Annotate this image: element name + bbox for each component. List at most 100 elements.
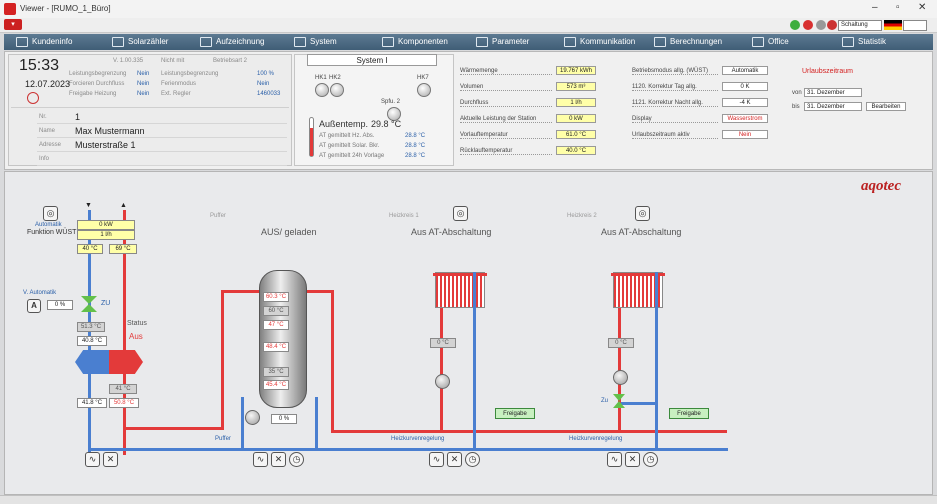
value-field-0: 19.767 kWh [556,66,596,75]
hk1-pipe-label: Heizkurvenregelung [391,436,445,442]
hk2-release-button[interactable]: Freigabe [669,408,709,419]
hk1-curve-icon[interactable]: ∿ [429,452,444,467]
buffer-tools-icon[interactable]: ✕ [271,452,286,467]
nav-item-2[interactable]: Aufzeichnung [200,34,264,50]
customer-divider [37,165,287,166]
nav-item-6[interactable]: Kommunikation [564,34,635,50]
status-green-icon[interactable] [790,20,800,30]
hk1-release-button[interactable]: Freigabe [495,408,535,419]
buffer-pump-icon[interactable] [245,410,260,425]
system-selector[interactable]: System I [307,54,437,66]
customer-value-2: Musterstraße 1 [75,140,136,150]
nav-item-0[interactable]: Kundeninfo [16,34,72,50]
customer-label-3: Info [39,156,50,162]
sliders-icon [476,37,488,47]
tools-icon[interactable]: ✕ [103,452,118,467]
vacation-edit-button[interactable]: Bearbeiten [866,102,906,111]
outdoor-temp-label: Außentemp. [319,119,369,129]
vacation-to-select[interactable]: 31. Dezember [804,102,862,111]
nav-item-label: Berechnungen [670,37,723,46]
nav-item-9[interactable]: Statistik [842,34,886,50]
info-panel: 15:33 12.07.2023 V. 1.00.335 Nicht mit B… [4,51,933,170]
hk1-mode-icon[interactable]: ◎ [453,206,468,221]
value-field-3: 0 kW [556,114,596,123]
hk1-button[interactable] [315,83,329,97]
vacation-from-select[interactable]: 31. Dezember [804,88,862,97]
value-label-2: Durchfluss [460,100,552,107]
mode-field-1[interactable]: 0 K [722,82,768,91]
mode-field-4[interactable]: Nein [722,130,768,139]
hk2-mode-icon[interactable]: ◎ [635,206,650,221]
hk1-pump-icon[interactable] [435,374,450,389]
hk2-radiator-icon [613,272,663,308]
valve-auto-button[interactable]: A [27,299,41,313]
value-label-5: Rücklauftemperatur [460,148,552,155]
hk2-tools-icon[interactable]: ✕ [625,452,640,467]
nav-item-8[interactable]: Office [752,34,789,50]
value-label-3: Aktuelle Leistung der Station [460,116,552,123]
spfu-label: Spfu. 2 [381,99,401,105]
nav-item-5[interactable]: Parameter [476,34,529,50]
alarm-icon[interactable] [827,20,837,30]
hk2-button[interactable] [330,83,344,97]
nav-item-1[interactable]: Solarzähler [112,34,168,50]
station-status-value: Aus [129,332,143,341]
thermometer-icon [309,117,314,157]
clock-time: 15:33 [19,57,60,74]
hk2-curve-icon[interactable]: ∿ [607,452,622,467]
status-red-icon[interactable] [803,20,813,30]
customer-value-1: Max Mustermann [75,126,145,136]
nav-item-label: Statistik [858,37,887,46]
nav-item-label: Parameter [492,37,530,46]
outdoor-temp-value: 29.8 °C [371,119,402,129]
system-box: System I HK1 HK2 HK7 Spfu. 2 Außentemp. … [294,54,454,166]
valve-state: ZU [101,300,111,307]
flag2-label-1: Ferienmodus [161,81,197,87]
valve-icon [81,296,97,304]
mode-label-4: Urlaubszeitraum aktiv [632,132,718,139]
buffer-clock-icon[interactable]: ◷ [289,452,304,467]
language-select[interactable] [903,20,927,31]
hx-lower-temp: 41 °C [109,384,137,394]
value-field-1: 573 m³ [556,82,596,91]
hk2-header: Heizkreis 2 [567,213,597,219]
nav-item-4[interactable]: Komponenten [382,34,448,50]
mode-field-0[interactable]: Automatik [722,66,768,75]
restore-icon[interactable]: ▫ [896,2,900,13]
hk7-label: HK7 [417,75,429,81]
curve-icon[interactable]: ∿ [85,452,100,467]
german-flag-icon[interactable] [884,20,902,30]
hk2-label: HK2 [329,75,341,81]
minimize-icon[interactable]: – [872,2,878,13]
menu-button[interactable]: ▾ [4,19,22,30]
network-icon [564,37,576,47]
customer-label-0: Nr. [39,114,47,120]
hk1-tools-icon[interactable]: ✕ [447,452,462,467]
nav-item-7[interactable]: Berechnungen [654,34,722,50]
nav-item-label: Solarzähler [128,37,169,46]
aqotec-logo: aqotec [861,178,901,194]
mode-field-2[interactable]: -4 K [722,98,768,107]
hk2-valve-state: Zu [601,398,609,404]
nav-item-label: Komponenten [398,37,448,46]
hk7-button[interactable] [417,83,431,97]
hk2-clock-icon[interactable]: ◷ [643,452,658,467]
hk1-header: Heizkreis 1 [389,213,419,219]
at-label-2: AT gemittelt 24h Vorlage [319,153,385,159]
value-label-0: Wärmemenge [460,68,552,75]
alert-icon[interactable] [27,92,39,104]
close-icon[interactable]: ✕ [918,2,927,13]
customer-divider [37,151,287,152]
mode-field-3[interactable]: Wasserstrom [722,114,768,123]
settings-gear-icon[interactable] [816,20,826,30]
value-field-5: 40.0 °C [556,146,596,155]
nav-item-3[interactable]: System [294,34,337,50]
buffer-curve-icon[interactable]: ∿ [253,452,268,467]
mode-select[interactable]: Schaltung [838,20,882,31]
hk1-clock-icon[interactable]: ◷ [465,452,480,467]
spfu-button[interactable] [387,107,401,121]
station-mode-icon[interactable]: ◎ [43,206,58,221]
station-hx-inlet-temp: 40.8 °C [77,336,107,346]
hk2-pump-icon[interactable] [613,370,628,385]
